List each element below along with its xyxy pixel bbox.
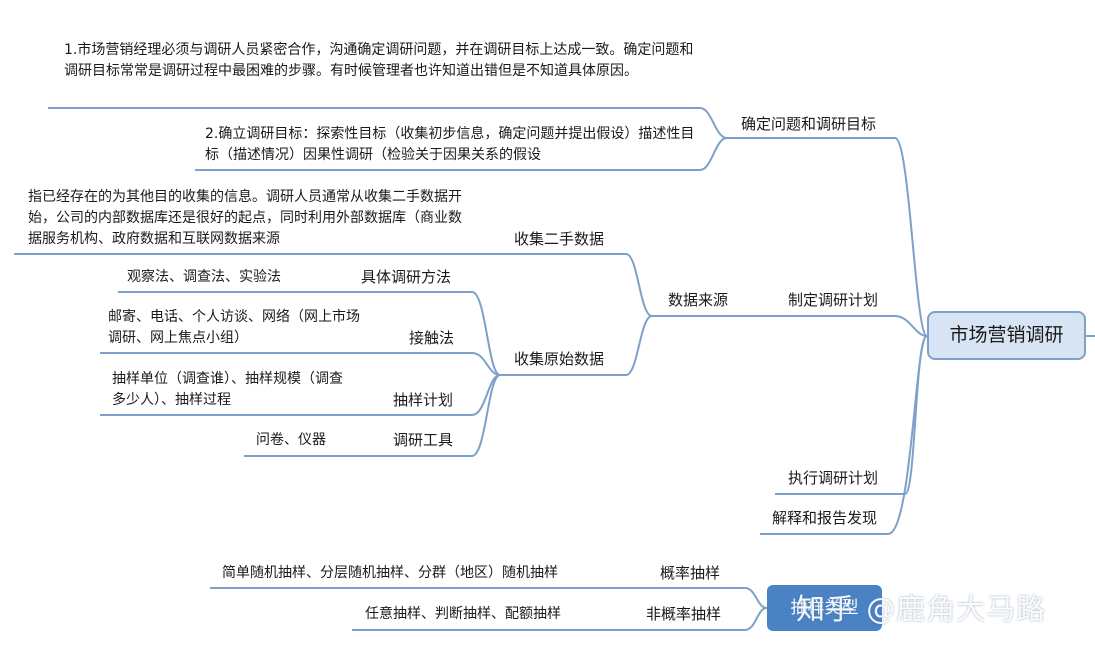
connector-primary-contact xyxy=(471,352,501,376)
topic-execute[interactable]: 执行调研计划 xyxy=(788,469,879,487)
topic-research-methods[interactable]: 具体调研方法 xyxy=(361,268,452,286)
connector-define-note2 xyxy=(699,137,728,171)
connector-define-note1 xyxy=(699,107,728,139)
connector-primary-methods xyxy=(471,291,501,376)
topic-primary-data[interactable]: 收集原始数据 xyxy=(514,350,605,368)
connector-root-plan xyxy=(894,315,928,337)
note-research-tools: 问卷、仪器 xyxy=(256,432,326,448)
topic-define-problem[interactable]: 确定问题和调研目标 xyxy=(741,115,877,133)
note-probability-sampling: 简单随机抽样、分层随机抽样、分群（地区）随机抽样 xyxy=(222,565,558,581)
note-contact-methods: 邮寄、电话、个人访谈、网络（网上市场调研、网上焦点小组） xyxy=(108,309,360,346)
topic-contact-methods[interactable]: 接触法 xyxy=(409,329,455,347)
root-topic[interactable]: 市场营销调研 xyxy=(927,311,1086,360)
connector-root-report xyxy=(887,335,928,535)
topic-data-source[interactable]: 数据来源 xyxy=(668,291,729,309)
connector-sampling-probability xyxy=(744,587,768,609)
connector-sampling-nonprobability xyxy=(744,607,768,631)
note-define-1: 1.市场营销经理必须与调研人员紧密合作，沟通确定调研问题，并在调研目标上达成一致… xyxy=(64,42,694,79)
note-research-methods: 观察法、调查法、实验法 xyxy=(127,269,281,285)
note-sampling-plan: 抽样单位（调查谁）、抽样规模（调查多少人）、抽样过程 xyxy=(112,371,343,408)
note-define-2: 2.确立调研目标：探索性目标（收集初步信息，确定问题并提出假设）描述性目标（描述… xyxy=(205,126,695,163)
note-secondary-data: 指已经存在的为其他目的收集的信息。调研人员通常从收集二手数据开始，公司的内部数据… xyxy=(28,189,462,247)
topic-secondary-data[interactable]: 收集二手数据 xyxy=(514,230,605,248)
topic-sampling-type[interactable]: 抽样类型 xyxy=(767,585,882,631)
zhihu-watermark: 知乎 @鹿角大马路 xyxy=(796,592,1047,626)
topic-sampling-plan[interactable]: 抽样计划 xyxy=(393,391,454,409)
connector-datasource-secondary xyxy=(625,253,653,317)
topic-plan[interactable]: 制定调研计划 xyxy=(788,291,879,309)
topic-report[interactable]: 解释和报告发现 xyxy=(772,509,878,527)
connector-root-define xyxy=(894,137,928,337)
topic-probability-sampling[interactable]: 概率抽样 xyxy=(660,564,721,582)
note-non-probability-sampling: 任意抽样、判断抽样、配额抽样 xyxy=(365,606,561,622)
connector-datasource-primary xyxy=(625,315,653,376)
topic-non-probability-sampling[interactable]: 非概率抽样 xyxy=(646,605,722,623)
topic-research-tools[interactable]: 调研工具 xyxy=(393,431,454,449)
connector-primary-tools xyxy=(471,374,501,457)
